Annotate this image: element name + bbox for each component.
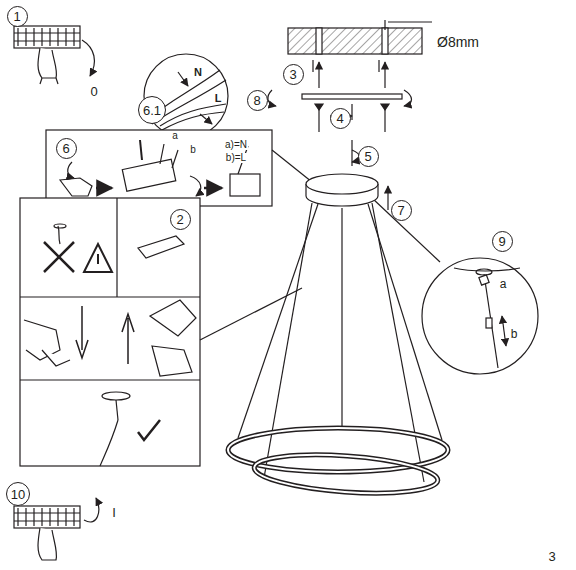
callout-number: 3 [289, 68, 296, 81]
callout-circle: 6.1 [138, 96, 166, 124]
callout-number: 6.1 [143, 104, 161, 117]
label: L [214, 93, 223, 104]
callout-circle: 10 [6, 482, 30, 506]
label: I [111, 506, 117, 519]
callout-number: 5 [364, 150, 371, 163]
terminal-block [14, 498, 99, 560]
callout-circle: 5 [358, 146, 379, 167]
callout-number: 1 [13, 10, 20, 23]
label: a [171, 131, 179, 141]
callout-number: 8 [253, 94, 260, 107]
label: 3 [547, 550, 556, 563]
label: b [189, 145, 197, 155]
callout-number: 4 [336, 112, 343, 125]
label: a [499, 278, 508, 290]
terminal-block [14, 26, 94, 84]
callout-number: 10 [11, 488, 25, 501]
connection-panel [46, 130, 272, 206]
cable-adjust-detail [422, 258, 538, 374]
callout-circle: 3 [283, 64, 304, 85]
callout-circle: 1 [7, 6, 28, 27]
label: b [510, 328, 519, 340]
callout-circle: 7 [391, 200, 412, 221]
label: N [193, 67, 203, 78]
callout-circle: 2 [170, 209, 191, 230]
ceiling-mount [268, 20, 432, 166]
callout-number: 7 [397, 204, 404, 217]
label: Ø8mm [436, 35, 480, 49]
label: b)=L [225, 153, 247, 163]
label: 0 [89, 85, 98, 98]
callout-number: 2 [176, 213, 183, 226]
label: a)=N [224, 140, 248, 150]
callout-number: 9 [498, 235, 505, 248]
callout-circle: 9 [492, 231, 513, 252]
callout-circle: 6 [56, 138, 77, 159]
callout-number: 6 [62, 142, 69, 155]
callout-circle: 8 [247, 90, 268, 111]
warning-panel [20, 198, 200, 466]
callout-circle: 4 [330, 108, 351, 129]
pendant-lamp [228, 174, 448, 498]
